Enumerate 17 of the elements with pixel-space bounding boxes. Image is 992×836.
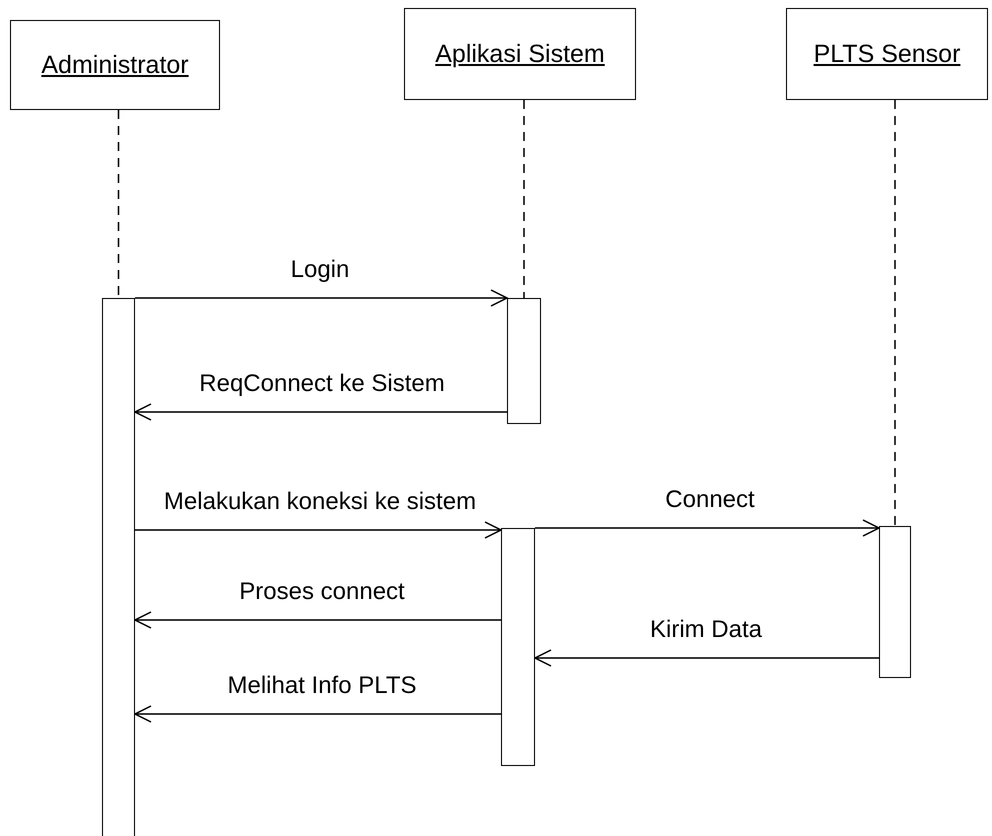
object-box: PLTS Sensor: [786, 8, 988, 100]
message-arrow: [134, 705, 501, 723]
message-arrow: [135, 521, 502, 539]
activation-bar: [501, 528, 535, 766]
activation-bar: [102, 298, 135, 836]
activation-bar: [879, 526, 911, 678]
lifeline: [523, 100, 525, 298]
message-arrow: [135, 289, 508, 307]
object-box: Administrator: [10, 20, 220, 110]
lifeline: [118, 110, 120, 298]
message-arrow: [134, 611, 501, 629]
object-box: Aplikasi Sistem: [404, 8, 636, 100]
message-arrow: [535, 519, 880, 537]
lifeline: [894, 100, 896, 526]
message-arrow: [534, 649, 879, 667]
activation-bar: [507, 298, 541, 424]
message-arrow: [134, 403, 507, 421]
